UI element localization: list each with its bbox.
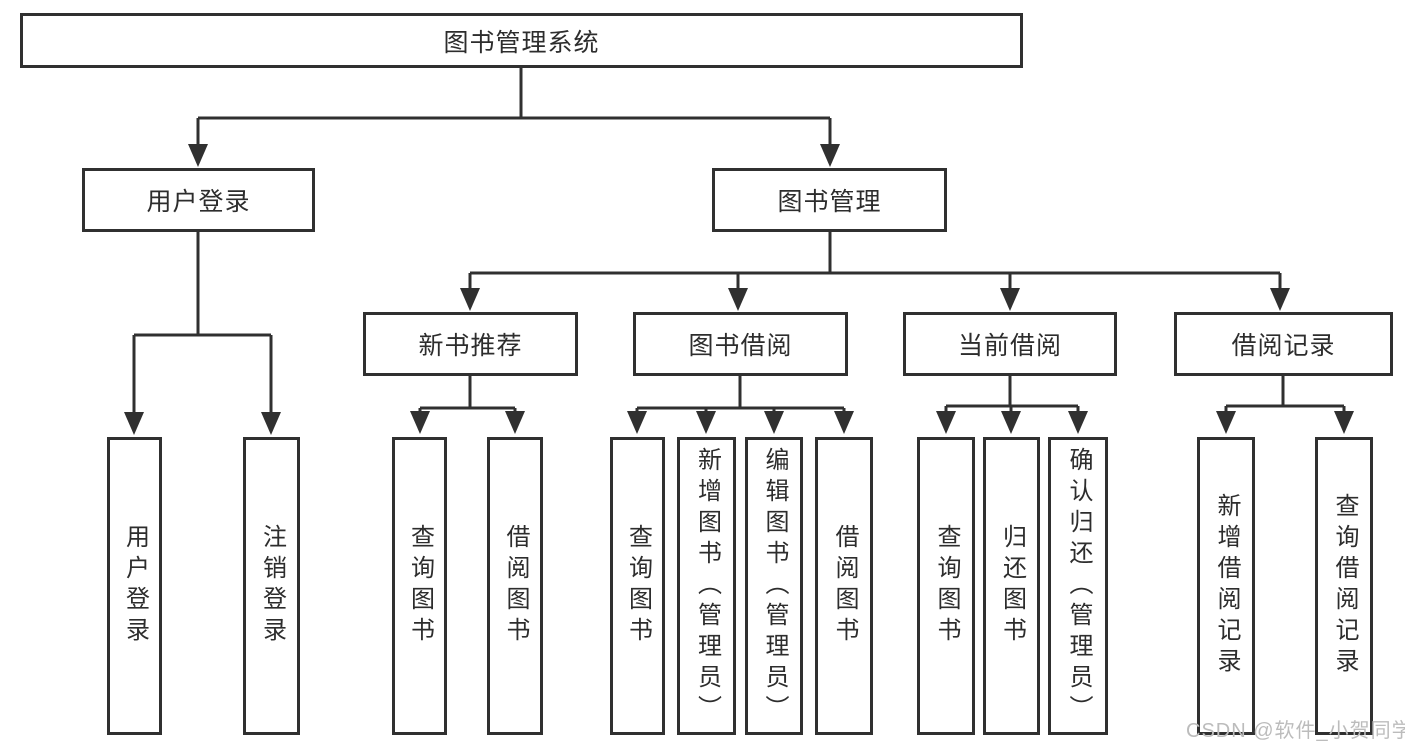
node-library-management-system: 图书管理系统 — [20, 13, 1023, 68]
leaf-add-borrow-record: 新增借阅记录 — [1197, 437, 1255, 735]
edge-login-to-leaves — [132, 232, 273, 416]
arrowhead — [627, 411, 647, 434]
edge-records-to-leaves — [1224, 375, 1346, 416]
node-borrow-records: 借阅记录 — [1174, 312, 1393, 376]
arrowhead — [696, 411, 716, 434]
arrowhead — [1270, 288, 1290, 311]
leaf-add-books-admin: 新增图书（管理员） — [677, 437, 736, 735]
leaf-borrow-books-recommend: 借阅图书 — [487, 437, 543, 735]
edge-root-to-level2 — [196, 68, 832, 148]
node-current-borrow: 当前借阅 — [903, 312, 1117, 376]
arrowhead — [1001, 411, 1021, 434]
leaf-query-books-current: 查询图书 — [917, 437, 975, 735]
arrowhead — [410, 411, 430, 434]
arrowhead — [936, 411, 956, 434]
arrowhead — [820, 144, 840, 167]
edge-management-to-level3 — [468, 232, 1282, 292]
arrowhead — [764, 411, 784, 434]
leaf-query-borrow-record: 查询借阅记录 — [1315, 437, 1373, 735]
leaf-user-login: 用户登录 — [107, 437, 162, 735]
leaf-borrow-books: 借阅图书 — [815, 437, 873, 735]
edge-recommend-to-leaves — [418, 375, 517, 416]
leaf-return-books: 归还图书 — [983, 437, 1040, 735]
arrowhead — [188, 144, 208, 167]
leaf-confirm-return-admin: 确认归还（管理员） — [1048, 437, 1108, 735]
arrowhead — [124, 412, 144, 435]
node-user-login: 用户登录 — [82, 168, 315, 232]
arrowhead — [834, 411, 854, 434]
leaf-query-books-borrow: 查询图书 — [610, 437, 665, 735]
arrowhead — [505, 411, 525, 434]
leaf-query-books-recommend: 查询图书 — [392, 437, 447, 735]
arrowheads — [124, 144, 1354, 435]
leaf-logout: 注销登录 — [243, 437, 300, 735]
edge-borrow-to-leaves — [635, 375, 846, 416]
arrowhead — [1068, 411, 1088, 434]
arrowhead — [1216, 411, 1236, 434]
arrowhead — [261, 412, 281, 435]
arrowhead — [728, 288, 748, 311]
arrowhead — [460, 288, 480, 311]
leaf-edit-books-admin: 编辑图书（管理员） — [745, 437, 803, 735]
watermark-text: CSDN @软件_小贺同学 — [1186, 720, 1405, 742]
node-book-management: 图书管理 — [712, 168, 947, 232]
arrowhead — [1000, 288, 1020, 311]
edge-current-to-leaves — [944, 375, 1080, 416]
node-new-book-recommend: 新书推荐 — [363, 312, 578, 376]
node-book-borrow: 图书借阅 — [633, 312, 848, 376]
arrowhead — [1334, 411, 1354, 434]
